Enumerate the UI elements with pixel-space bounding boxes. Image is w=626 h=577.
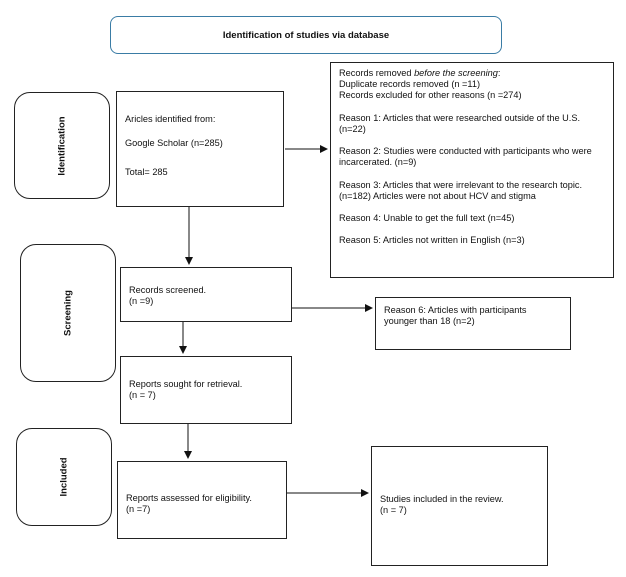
identified-source: Google Scholar (n=285) — [125, 138, 223, 149]
screened-label: Records screened. — [129, 285, 207, 295]
screened-box: Records screened. (n =9) — [120, 267, 292, 322]
removed-intro: Records removed before the screening: — [339, 68, 605, 79]
removed-box: Records removed before the screening: Du… — [330, 62, 614, 278]
removed-reason-5: Reason 5: Articles not written in Englis… — [339, 235, 525, 246]
sought-box: Reports sought for retrieval. (n = 7) — [120, 356, 292, 424]
removed-reason-1: Reason 1: Articles that were researched … — [339, 112, 581, 134]
removed-reason-4: Reason 4: Unable to get the full text (n… — [339, 212, 515, 223]
included-box: Studies included in the review. (n = 7) — [371, 446, 548, 566]
identified-total: Total= 285 — [125, 167, 168, 178]
identified-heading: Aricles identified from: — [125, 114, 216, 124]
screened-count: (n =9) — [129, 296, 154, 307]
diagram-title: Identification of studies via database — [110, 16, 502, 54]
reason6-text: Reason 6: Articles with participants you… — [384, 305, 527, 327]
assessed-label: Reports assessed for eligibility. — [126, 493, 252, 503]
removed-intro-suffix: : — [497, 68, 501, 78]
assessed-count: (n =7) — [126, 504, 151, 515]
identified-box: Aricles identified from: Google Scholar … — [116, 91, 284, 207]
removed-intro-prefix: Records removed — [339, 68, 415, 78]
removed-excluded: Records excluded for other reasons (n =2… — [339, 90, 522, 101]
removed-reason-2: Reason 2: Studies were conducted with pa… — [339, 146, 592, 168]
included-label: Studies included in the review. — [380, 494, 504, 504]
removed-duplicates: Duplicate records removed (n =11) — [339, 79, 481, 90]
phase-screening: Screening — [20, 244, 116, 382]
phase-identification: Identification — [14, 92, 110, 199]
removed-intro-emphasis: before the screening — [414, 68, 498, 78]
included-count: (n = 7) — [380, 505, 407, 516]
phase-included: Included — [16, 428, 112, 526]
assessed-box: Reports assessed for eligibility. (n =7) — [117, 461, 287, 539]
reason6-box: Reason 6: Articles with participants you… — [375, 297, 571, 350]
sought-label: Reports sought for retrieval. — [129, 379, 243, 389]
sought-count: (n = 7) — [129, 390, 156, 401]
removed-reason-3: Reason 3: Articles that were irrelevant … — [339, 179, 583, 201]
